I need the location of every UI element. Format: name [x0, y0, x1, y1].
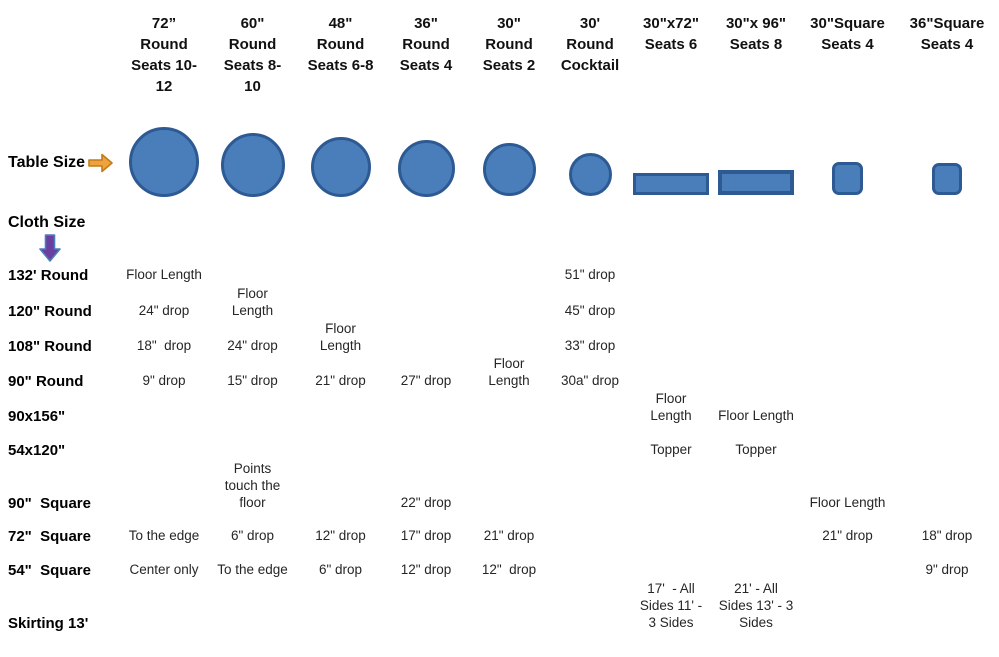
- cloth-size-label: Cloth Size: [8, 214, 86, 231]
- column-header-48-round: 48" Round Seats 6-8: [307, 15, 374, 74]
- cell: 12" drop: [400, 562, 452, 577]
- cell: To the edge: [217, 562, 288, 577]
- table-row: 72" Square To the edge 6" drop 12" drop …: [0, 512, 999, 546]
- cell: 45" drop: [564, 303, 616, 318]
- table-72-round-icon: [129, 127, 199, 197]
- row-label-54x120: 54x120": [8, 442, 66, 459]
- cell: 33" drop: [564, 338, 616, 353]
- cloth-size-block: Cloth Size: [0, 210, 999, 262]
- row-label-132-round: 132' Round: [8, 267, 89, 284]
- table-size-arrow-icon: [88, 153, 113, 172]
- row-label-90-round: 90" Round: [8, 373, 84, 390]
- cell: 9" drop: [142, 373, 186, 388]
- column-header-36-square: 36"Square Seats 4: [909, 15, 985, 53]
- column-header-30-round: 30" Round Seats 2: [482, 15, 536, 74]
- cell: Points touch the floor: [224, 461, 281, 510]
- table-row: 90" Round 9" drop 15" drop 21" drop 27" …: [0, 355, 999, 390]
- cell: 15" drop: [227, 373, 278, 388]
- table-row: 120" Round 24" drop Floor Length 45" dro…: [0, 285, 999, 320]
- cloth-size-arrow-icon: [39, 234, 61, 262]
- table-row: 90" Square Points touch the floor 22" dr…: [0, 460, 999, 512]
- table-60-round-icon: [220, 133, 285, 197]
- cell: Floor Length: [126, 267, 202, 282]
- cell: Floor Length: [650, 391, 692, 423]
- cell: 30a" drop: [560, 373, 620, 388]
- shape-cell: [384, 115, 468, 210]
- table-30x96-banquet-icon: [718, 170, 794, 195]
- column-header-36-round: 36" Round Seats 4: [399, 15, 453, 74]
- shape-cell: [895, 115, 999, 210]
- shape-cell: [297, 115, 384, 210]
- column-header-30x72: 30"x72" Seats 6: [643, 15, 699, 53]
- row-label-120-round: 120" Round: [8, 303, 92, 320]
- row-label-72-square: 72" Square: [8, 528, 91, 545]
- cell: 24" drop: [227, 338, 278, 353]
- cell: 22" drop: [400, 495, 452, 510]
- table-30-cocktail-icon: [568, 153, 612, 196]
- shapes-row: Table Size: [0, 115, 999, 210]
- cell: 6" drop: [318, 562, 363, 577]
- cell: 17' - All Sides 11' - 3 Sides: [639, 581, 703, 630]
- column-header-30-square: 30"Square Seats 4: [810, 15, 885, 53]
- column-header-30-cocktail: 30' Round Cocktail: [560, 15, 620, 74]
- table-30-round-icon: [482, 143, 536, 196]
- table-row: 90x156" Floor Length Floor Length: [0, 390, 999, 425]
- cell: 18" drop: [921, 528, 973, 543]
- row-label-54-square: 54" Square: [8, 562, 91, 579]
- shape-cell: [550, 115, 630, 210]
- table-row: 54x120" Topper Topper: [0, 425, 999, 460]
- table-48-round-icon: [310, 137, 371, 197]
- column-header-72-round: 72” Round Seats 10- 12: [131, 15, 197, 95]
- column-header-30x96: 30"x 96" Seats 8: [725, 15, 787, 53]
- cell: To the edge: [128, 528, 200, 543]
- cell: 18" drop: [136, 338, 192, 353]
- cell: 21' - All Sides 13' - 3 Sides: [718, 581, 794, 630]
- row-label-90-square: 90" Square: [8, 495, 91, 512]
- table-row: 54" Square Center only To the edge 6" dr…: [0, 546, 999, 580]
- shape-cell: [712, 115, 800, 210]
- header-row: 72” Round Seats 10- 12 60" Round Seats 8…: [0, 0, 999, 115]
- table-row: Skirting 13' 17' - All Sides 11' - 3 Sid…: [0, 580, 999, 632]
- cell: Floor Length: [488, 356, 530, 388]
- cell: 17" drop: [400, 528, 452, 543]
- cell: 51" drop: [564, 267, 616, 282]
- table-30-square-icon: [832, 162, 863, 195]
- cell: 21" drop: [483, 528, 535, 543]
- row-label-skirting: Skirting 13': [8, 615, 89, 632]
- cell: 24" drop: [138, 303, 190, 318]
- cell: Floor Length: [319, 321, 362, 353]
- table-size-cell: Table Size: [0, 115, 120, 210]
- table-row: 108" Round 18" drop 24" drop Floor Lengt…: [0, 320, 999, 355]
- cloth-rows: 132' Round Floor Length 51" drop 120" Ro…: [0, 250, 999, 632]
- row-label-108-round: 108" Round: [8, 338, 92, 355]
- cell: 12" drop: [315, 528, 366, 543]
- table-36-square-icon: [932, 163, 962, 195]
- table-row: 132' Round Floor Length 51" drop: [0, 250, 999, 285]
- shape-cell: [208, 115, 297, 210]
- table-size-label: Table Size: [8, 153, 86, 171]
- table-36-round-icon: [397, 140, 455, 197]
- cell: 12" drop: [481, 562, 537, 577]
- shape-cell: [630, 115, 712, 210]
- shape-cell: [800, 115, 895, 210]
- table-30x72-banquet-icon: [633, 173, 709, 195]
- cell: Topper: [735, 442, 777, 457]
- shape-cell: [468, 115, 550, 210]
- cell: 21" drop: [315, 373, 366, 388]
- cell: Floor Length: [809, 495, 886, 510]
- row-label-90x156: 90x156": [8, 408, 66, 425]
- column-header-60-round: 60" Round Seats 8- 10: [223, 15, 282, 95]
- cell: Floor Length: [718, 408, 794, 423]
- cell: 27" drop: [400, 373, 452, 388]
- cell: Topper: [650, 442, 692, 457]
- cell: 6" drop: [230, 528, 275, 543]
- shape-cell: [120, 115, 208, 210]
- cell: 9" drop: [925, 562, 969, 577]
- cell: Center only: [129, 562, 199, 577]
- cell: Floor Length: [231, 286, 274, 318]
- cell: 21" drop: [822, 528, 873, 543]
